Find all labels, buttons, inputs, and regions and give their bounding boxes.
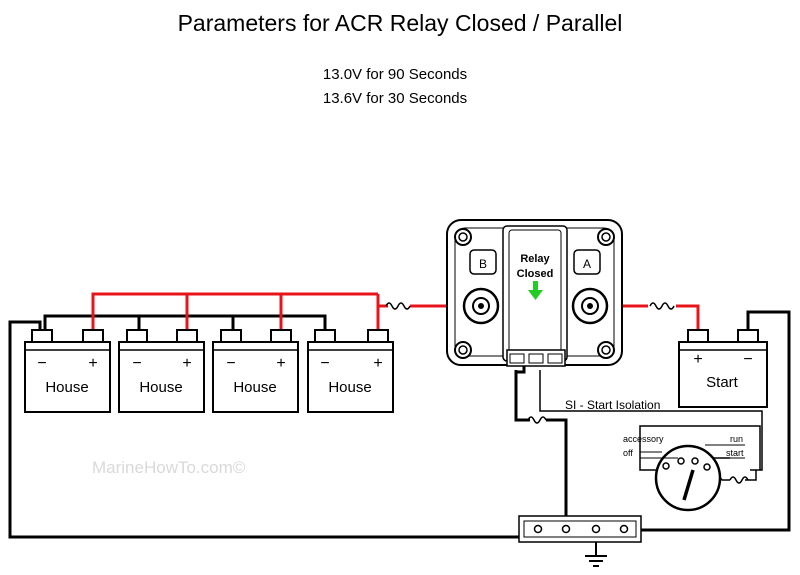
house-battery-label: House <box>233 379 276 396</box>
minus-label: − <box>132 355 141 372</box>
ground-icon <box>585 542 607 567</box>
minus-label: − <box>226 355 235 372</box>
switch-label-start: start <box>726 448 744 458</box>
relay-status-line-2: Closed <box>517 268 554 280</box>
ignition-switch: accessory off run start <box>623 434 745 512</box>
switch-label-off: off <box>623 448 633 458</box>
start-battery-label: Start <box>706 374 739 391</box>
switch-label-accessory: accessory <box>623 434 664 444</box>
plus-label: + <box>182 355 191 372</box>
diagram-title: Parameters for ACR Relay Closed / Parall… <box>177 10 623 36</box>
terminal-b-label: B <box>479 257 487 271</box>
house-battery-4: − + House <box>307 329 394 413</box>
minus-label: − <box>320 355 329 372</box>
fuse-switch <box>729 476 749 484</box>
start-battery: + − Start <box>678 329 768 408</box>
parameter-line-1: 13.0V for 90 Seconds <box>322 66 468 83</box>
house-battery-1: − + House <box>24 329 111 413</box>
house-battery-3: − + House <box>212 329 299 413</box>
plus-label: + <box>276 355 285 372</box>
negative-wiring <box>8 310 791 539</box>
plus-label: + <box>693 351 702 368</box>
fuse-start <box>649 302 675 310</box>
parameter-line-2: 13.6V for 30 Seconds <box>322 90 468 107</box>
fuse-ground <box>527 416 547 424</box>
terminal-a-box <box>573 249 601 275</box>
minus-label: − <box>743 351 752 368</box>
ground-bus-bar <box>518 515 642 543</box>
fuse-house <box>385 302 411 310</box>
watermark: MarineHowTo.com© <box>92 458 246 477</box>
house-battery-label: House <box>328 379 371 396</box>
terminal-b-box <box>469 249 497 275</box>
acr-relay: B A Relay Closed <box>446 219 623 367</box>
house-battery-label: House <box>139 379 182 396</box>
si-label: SI - Start Isolation <box>565 398 660 412</box>
relay-status-line-1: Relay <box>520 253 550 265</box>
minus-label: − <box>37 355 46 372</box>
relay-closed-arrow-icon <box>528 281 543 300</box>
plus-label: + <box>88 355 97 372</box>
house-battery-2: − + House <box>118 329 205 413</box>
terminal-a-label: A <box>583 257 591 271</box>
house-battery-label: House <box>45 379 88 396</box>
switch-label-run: run <box>730 434 743 444</box>
plus-label: + <box>373 355 382 372</box>
